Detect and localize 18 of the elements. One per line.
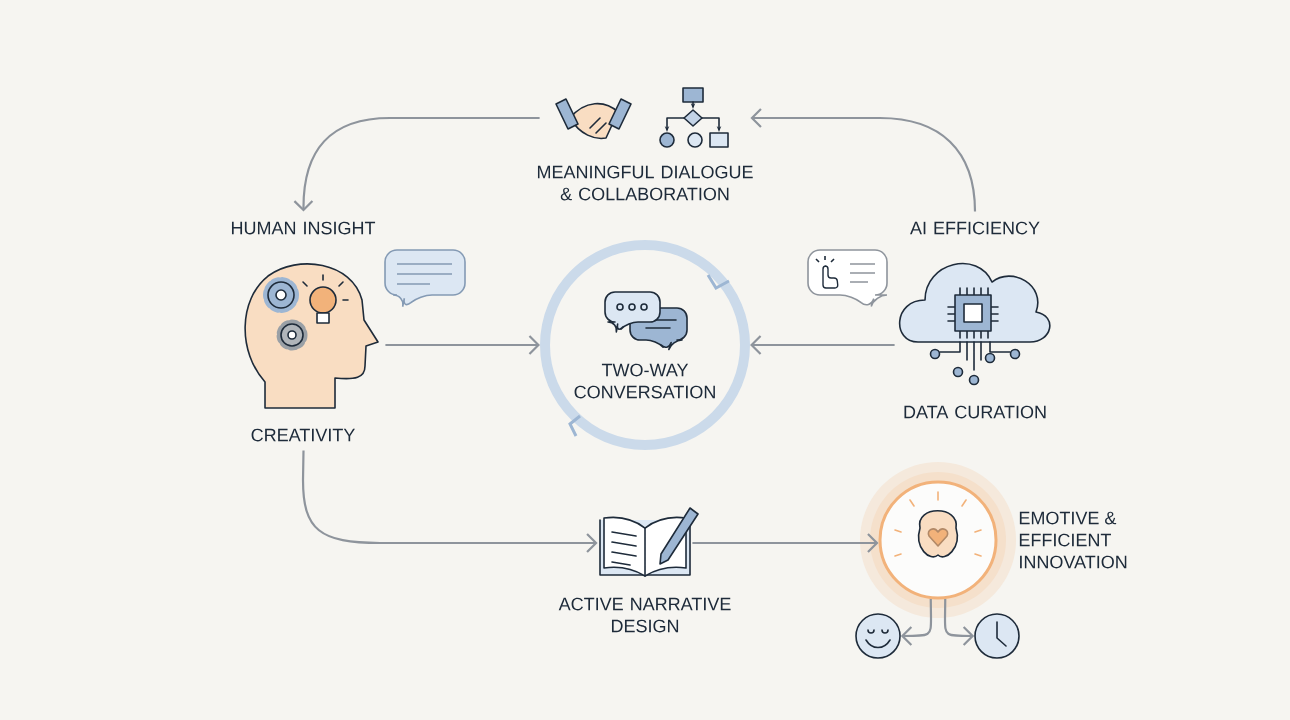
arrow — [293, 116, 540, 212]
arrow — [385, 335, 540, 355]
clock-icon — [974, 613, 1020, 659]
arrow — [750, 108, 977, 212]
arrow — [943, 599, 975, 646]
node-label: MEANINGFUL DIALOGUE & COLLABORATION — [537, 165, 753, 201]
node-label: ACTIVE NARRATIVE DESIGN — [558, 597, 731, 633]
node-label: CREATIVITY — [251, 428, 355, 442]
node-label: DATA CURATION — [904, 405, 1046, 419]
node-label: EMOTIVE & EFFICIENT INNOVATION — [1019, 511, 1127, 569]
arrow — [900, 599, 933, 646]
arrow — [301, 450, 598, 553]
node-title: HUMAN INSIGHT — [232, 221, 376, 235]
node-label: TWO-WAY CONVERSATION — [574, 363, 715, 399]
arrow — [750, 335, 895, 355]
arrow — [692, 533, 879, 553]
smiley-icon — [855, 613, 901, 659]
node-title: AI EFFICIENCY — [910, 221, 1040, 235]
